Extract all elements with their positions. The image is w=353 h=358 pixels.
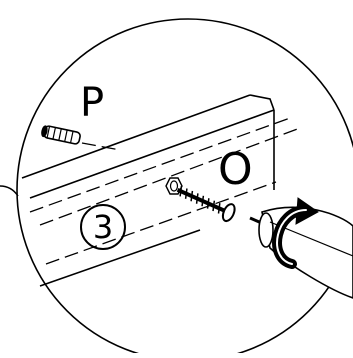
step-number-badge: 3 (80, 204, 126, 250)
step-number: 3 (93, 208, 113, 246)
callout-leader (0, 186, 18, 196)
part-label-o: O (218, 148, 253, 192)
detail-circle (17, 19, 353, 353)
part-label-p: P (80, 83, 104, 123)
